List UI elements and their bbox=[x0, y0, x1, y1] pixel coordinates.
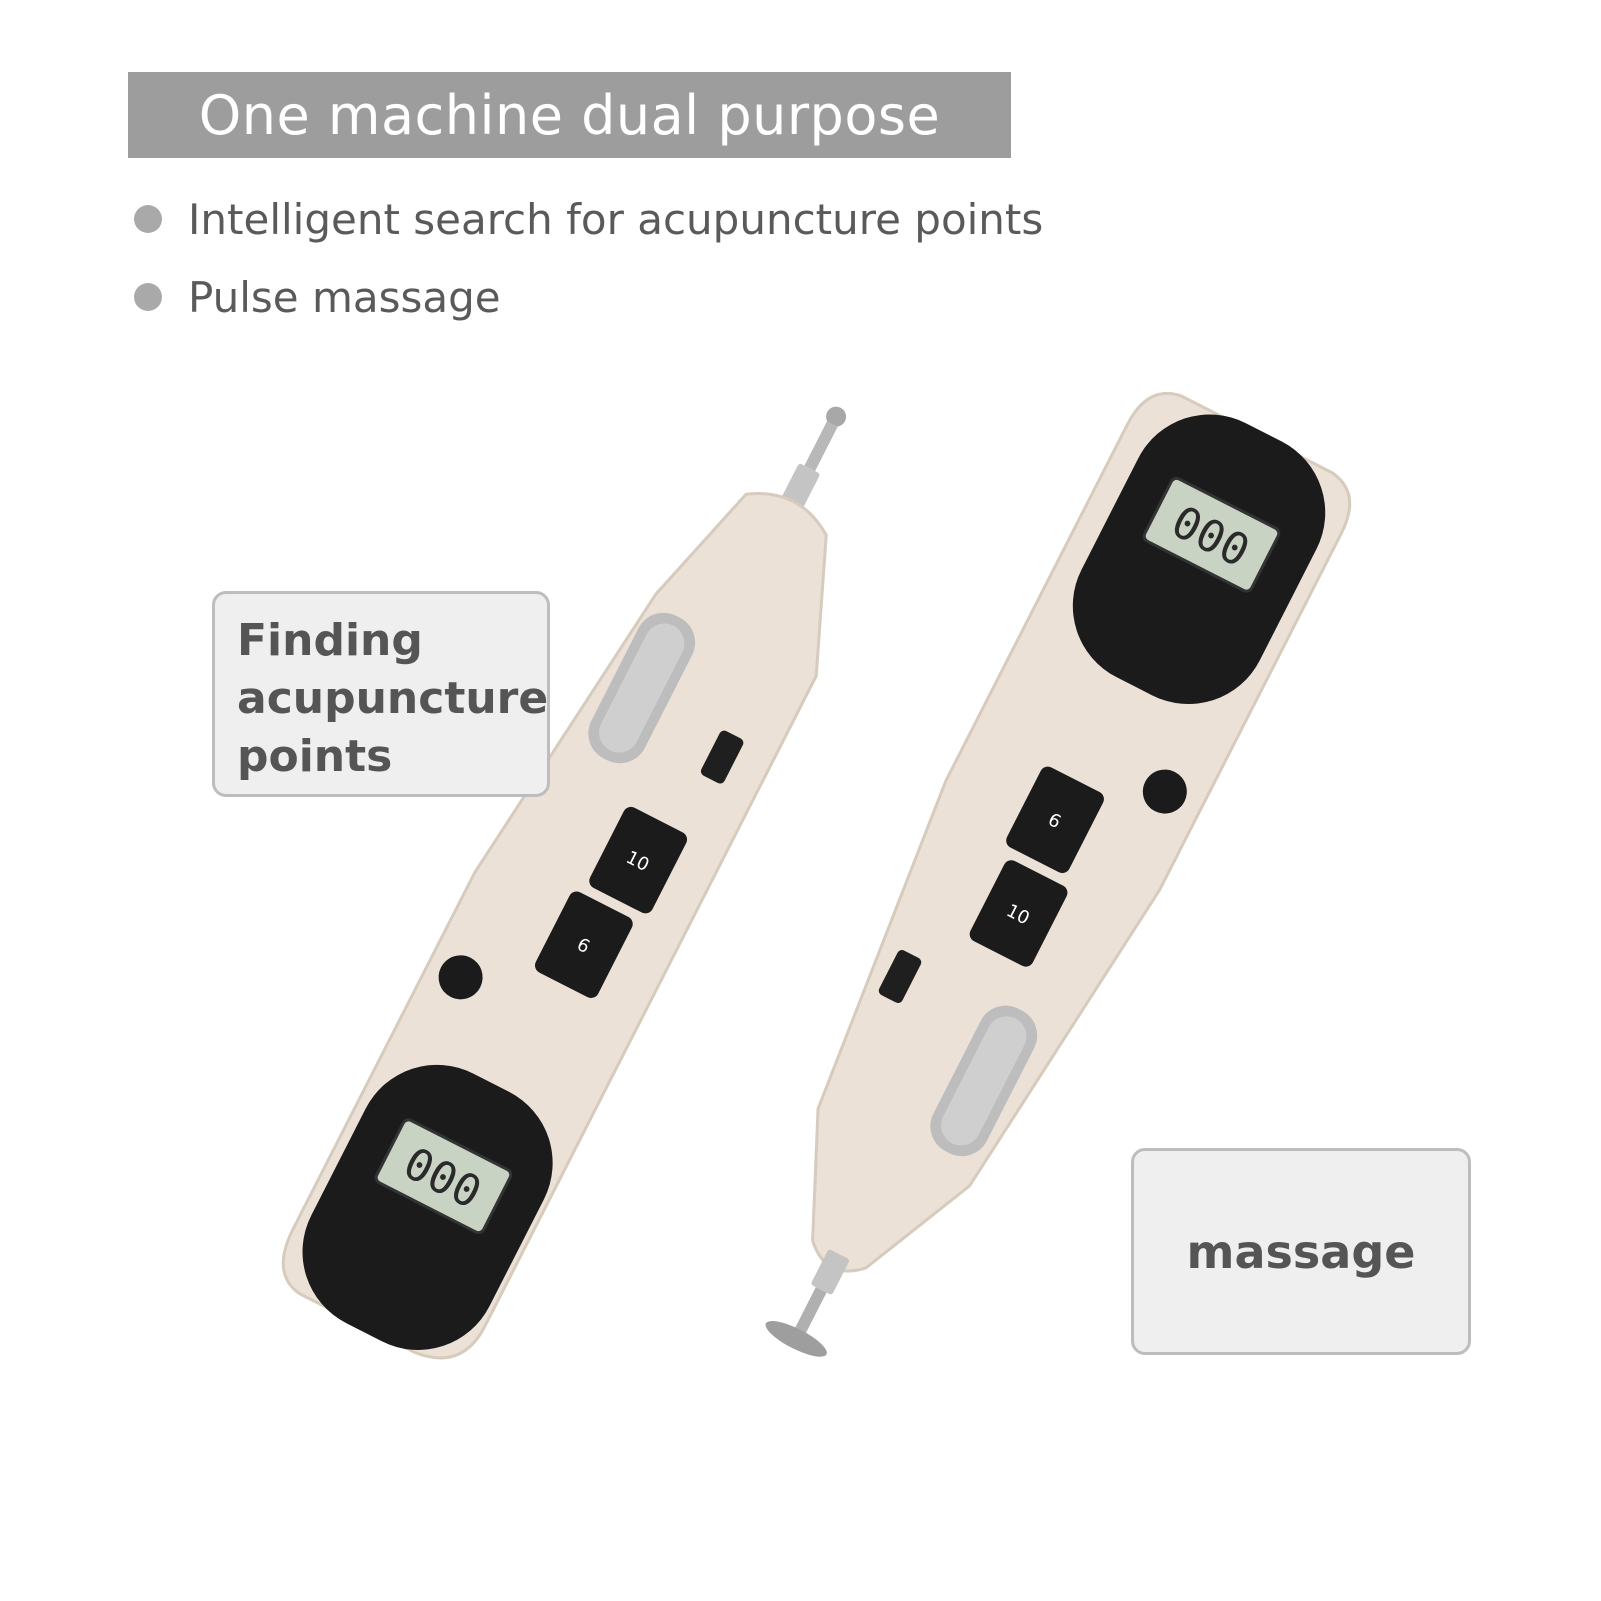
feature-list: Intelligent search for acupuncture point… bbox=[134, 180, 1043, 336]
callout-line: Finding bbox=[237, 615, 423, 666]
page-title: One machine dual purpose bbox=[128, 72, 1011, 158]
bullet-dot-icon bbox=[134, 205, 162, 233]
massage-head-icon bbox=[765, 1249, 849, 1357]
callout-finding-points: Finding acupuncture points bbox=[212, 591, 550, 797]
feature-item: Pulse massage bbox=[134, 258, 1043, 336]
callout-line: points bbox=[237, 731, 393, 782]
acupoint-pen-left: 10 6 000 bbox=[281, 406, 847, 1360]
bullet-dot-icon bbox=[134, 283, 162, 311]
acupoint-pen-right: 000 6 10 bbox=[765, 391, 1352, 1357]
callout-massage: massage bbox=[1131, 1148, 1471, 1355]
callout-line: acupuncture bbox=[237, 673, 549, 724]
callout-text: massage bbox=[1186, 1224, 1416, 1279]
feature-item: Intelligent search for acupuncture point… bbox=[134, 180, 1043, 258]
feature-text: Intelligent search for acupuncture point… bbox=[188, 194, 1044, 244]
probe-tip-icon bbox=[781, 406, 847, 509]
feature-text: Pulse massage bbox=[188, 272, 501, 322]
